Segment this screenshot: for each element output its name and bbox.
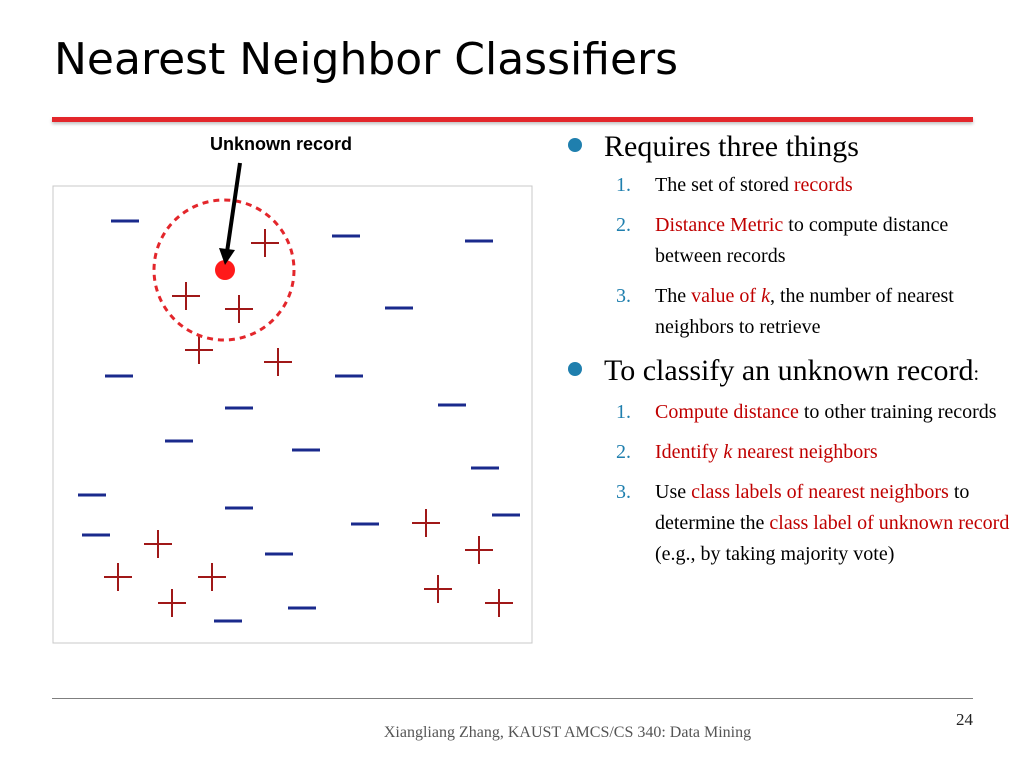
page-number: 24 [956,710,973,729]
item-text-segment: value of [691,285,762,307]
bullet-dot-icon [568,362,582,376]
item-number: 1. [616,401,631,423]
numbered-item: 1. Compute distance to other training rec… [566,397,1016,428]
title-underline [52,117,973,122]
numbered-item: 2. Identify k nearest neighbors [566,437,1016,468]
neighborhood-circle [152,198,296,342]
plus-class-marker [465,536,493,564]
bullet-text: To classify an unknown record [604,354,974,387]
plus-class-marker [225,295,253,323]
item-text-segment: The set of stored [655,174,794,196]
plus-class-marker [144,530,172,558]
callout-arrow-head [219,248,235,265]
item-number: 2. [616,441,631,463]
item-text-segment: k [723,441,733,463]
item-number: 3. [616,285,631,307]
item-text-segment: Identify [655,441,724,463]
plus-class-marker [158,589,186,617]
plus-class-marker [185,336,213,364]
item-text-segment: to compute distance between records [655,214,949,267]
plus-class-marker [412,509,440,537]
item-text-segment: to other training records [798,401,997,423]
item-text-segment: class labels of nearest neighbors [691,481,949,503]
item-text-segment: k [761,285,770,307]
negative-records [78,219,520,623]
plus-class-marker [104,563,132,591]
item-text-segment: The [655,285,692,307]
plus-class-marker [264,348,292,376]
bullet-dot-icon [568,138,582,152]
item-text-segment: nearest neighbors [732,441,878,463]
plus-class-marker [251,229,279,257]
unknown-record-point [215,260,235,280]
numbered-item: 3. The value of k, the number of nearest … [566,281,1016,343]
page-title: Nearest Neighbor Classifiers [54,34,679,85]
item-number: 3. [616,481,631,503]
plus-class-marker [198,563,226,591]
plus-class-marker [424,575,452,603]
item-number: 2. [616,214,631,236]
bullet-item: Requires three things [566,128,1016,166]
callout-arrow-shaft [225,162,242,253]
bullet-text: Requires three things [604,130,859,163]
item-text-segment: Compute distance [655,401,799,423]
bullet-list: Requires three things 1. The set of stored… [566,128,1016,579]
item-text-segment: Use [655,481,692,503]
numbered-item: 3.Use class labels of nearest neighbors … [566,477,1016,570]
numbered-item: 2. Distance Metric to compute distance be… [566,210,1016,272]
footer-text: Xiangliang Zhang, KAUST AMCS/CS 340: Dat… [383,724,752,741]
numbered-item: 1. The set of stored records [566,170,1016,201]
item-text-segment: class label of unknown record [769,512,1010,534]
plus-class-marker [172,282,200,310]
unknown-record-label: Unknown record [210,134,353,154]
positive-records [104,229,513,617]
item-text-segment: Distance Metric [655,214,784,236]
item-number: 1. [616,174,631,196]
plus-class-marker [485,589,513,617]
item-text-segment: to determine the [655,481,970,534]
footer-divider [52,698,973,699]
bullet-item: To classify an unknown record: [566,352,1016,393]
item-text-segment: records [793,174,853,196]
bullet-suffix: : [973,363,980,385]
item-text-segment: (e.g., by taking majority vote) [655,543,895,565]
item-text-segment: , the number of nearest neighbors to ret… [655,285,954,338]
